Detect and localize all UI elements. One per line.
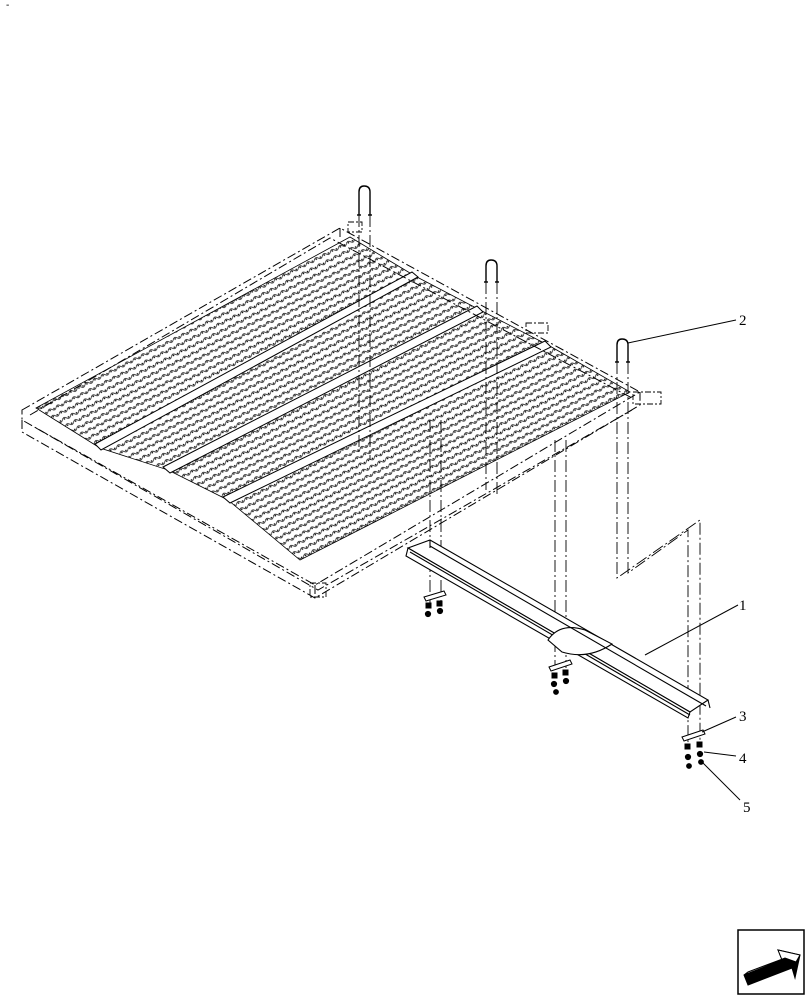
u-bolt-3: [615, 338, 630, 363]
sieve-frame: [21, 227, 642, 599]
corner-mark: -: [6, 0, 10, 11]
u-bolt-2: [484, 259, 499, 283]
hardware-group-1: [423, 590, 447, 618]
next-page-arrow-icon[interactable]: [737, 929, 805, 995]
hardware-group-2: [548, 659, 573, 695]
u-bolt-1: [357, 185, 372, 216]
sieve-bars: [94, 271, 552, 504]
callout-4: 4: [739, 751, 747, 767]
callouts: 2 1 3 4 5: [739, 313, 751, 816]
callout-1: 1: [739, 598, 747, 614]
callout-5: 5: [743, 800, 751, 816]
leader-lines: [627, 319, 741, 801]
channel-bar: [405, 539, 711, 719]
callout-3: 3: [739, 709, 747, 725]
frame-brackets: [309, 221, 662, 598]
sieve-assembly: [21, 221, 662, 599]
callout-2: 2: [739, 313, 747, 329]
hardware-group-3: [681, 729, 706, 769]
